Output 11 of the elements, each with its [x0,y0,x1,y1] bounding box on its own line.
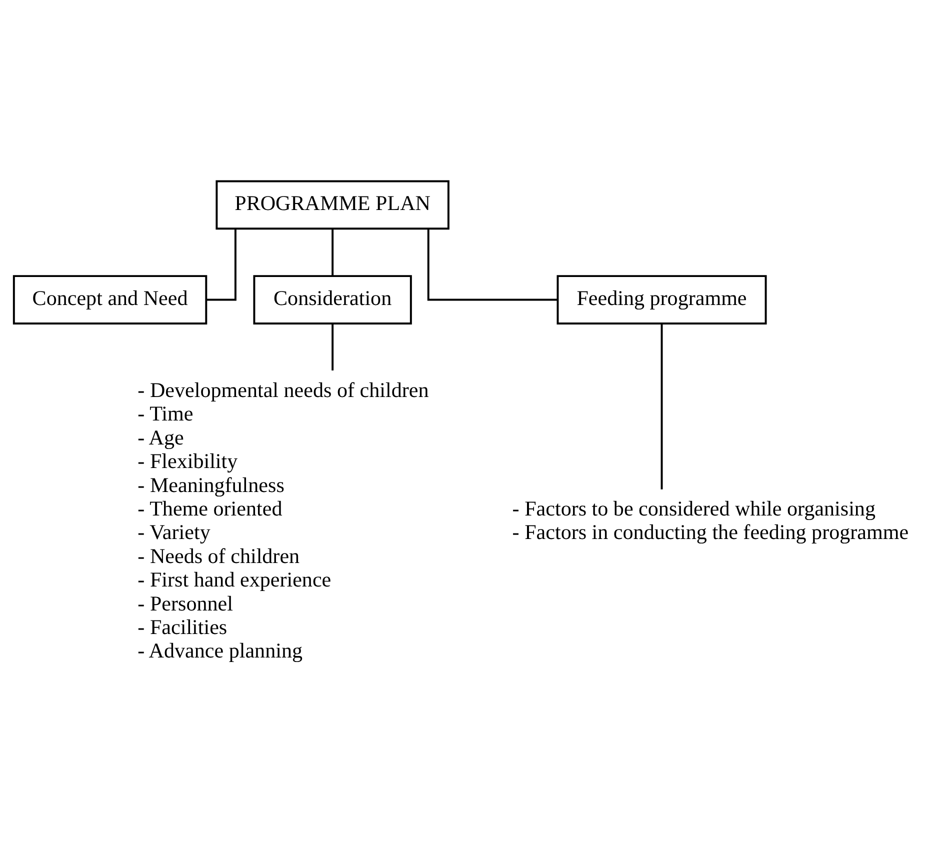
node-box: Consideration [253,274,412,324]
node-text: - Factors to be considered while organising - Factors in conducting the feeding programme [512,496,909,544]
connector [206,228,236,300]
node-box: Concept and Need [12,274,208,324]
connector [660,323,663,489]
node-box: Feeding programme [556,274,767,324]
node-text: - Developmental needs of children - Time - Age - Flexibility - Meaningfulness - Theme oriented - Variety - Needs of children - First hand experience - Personnel - Facilities - Advance planning [138,377,429,662]
connector [427,228,558,300]
connector [332,228,334,276]
connector [332,323,334,370]
node-box: PROGRAMME PLAN [216,180,450,230]
